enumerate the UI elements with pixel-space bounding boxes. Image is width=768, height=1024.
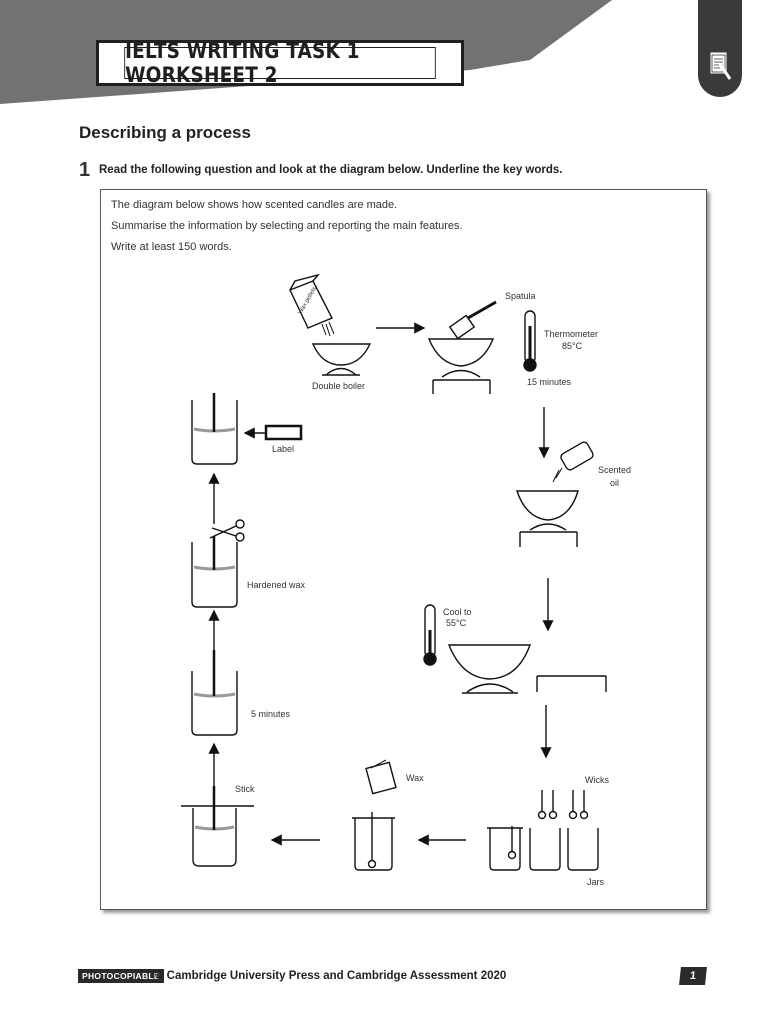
thermometer-label: Thermometer	[544, 329, 598, 339]
double-boiler-2	[427, 338, 495, 394]
five-minutes-label: 5 minutes	[251, 709, 291, 719]
thermometer-2	[423, 604, 437, 666]
scissors-icon	[209, 519, 245, 542]
spatula-label: Spatula	[505, 291, 536, 301]
wicks	[537, 790, 589, 820]
label-caption: Label	[272, 444, 294, 454]
wax-pellets-bag	[289, 273, 335, 337]
wax-jug	[365, 759, 397, 795]
jars-label: Jars	[587, 877, 605, 887]
temp-55-label: 55°C	[446, 618, 467, 628]
double-boiler-3	[516, 490, 579, 547]
task-line-2: Summarise the information by selecting a…	[111, 220, 463, 232]
wax-label: Wax	[406, 773, 424, 783]
question-instruction: Read the following question and look at …	[99, 164, 563, 176]
beaker-final	[191, 393, 238, 465]
beaker-hardened	[191, 536, 238, 608]
stand-empty	[536, 675, 607, 692]
jars	[487, 826, 599, 871]
task-line-1: The diagram below shows how scented cand…	[111, 199, 398, 211]
scented-oil-bottle	[552, 441, 594, 483]
thermometer-1	[523, 310, 537, 372]
double-boiler-1	[311, 343, 372, 376]
cool-to-label: Cool to	[443, 607, 472, 617]
copyright-text: © Cambridge University Press and Cambrid…	[155, 970, 507, 982]
scented-label: Scented	[598, 465, 631, 475]
section-heading: Describing a process	[79, 123, 251, 142]
stick-label: Stick	[235, 784, 255, 794]
temp-85-label: 85°C	[562, 341, 583, 351]
spatula	[448, 300, 497, 340]
header-tab	[698, 0, 742, 97]
worksheet-title-box: IELTS WRITING TASK 1 WORKSHEET 2	[96, 39, 464, 87]
page-number: 1	[679, 967, 707, 985]
photocopiable-badge: PHOTOCOPIABLE	[78, 969, 164, 983]
bowl-cooling	[447, 644, 531, 694]
fifteen-minutes-label: 15 minutes	[527, 377, 572, 387]
oil-label: oil	[610, 478, 619, 488]
beaker-five-minutes	[191, 650, 238, 736]
label-rect	[264, 424, 303, 441]
jar-with-wax	[352, 812, 395, 871]
double-boiler-label: Double boiler	[312, 381, 365, 391]
question-number: 1	[79, 159, 91, 181]
hardened-wax-label: Hardened wax	[247, 580, 306, 590]
task-box	[100, 189, 707, 910]
task-line-3: Write at least 150 words.	[111, 241, 232, 253]
wicks-label: Wicks	[585, 775, 609, 785]
document-pencil-icon	[709, 51, 732, 80]
